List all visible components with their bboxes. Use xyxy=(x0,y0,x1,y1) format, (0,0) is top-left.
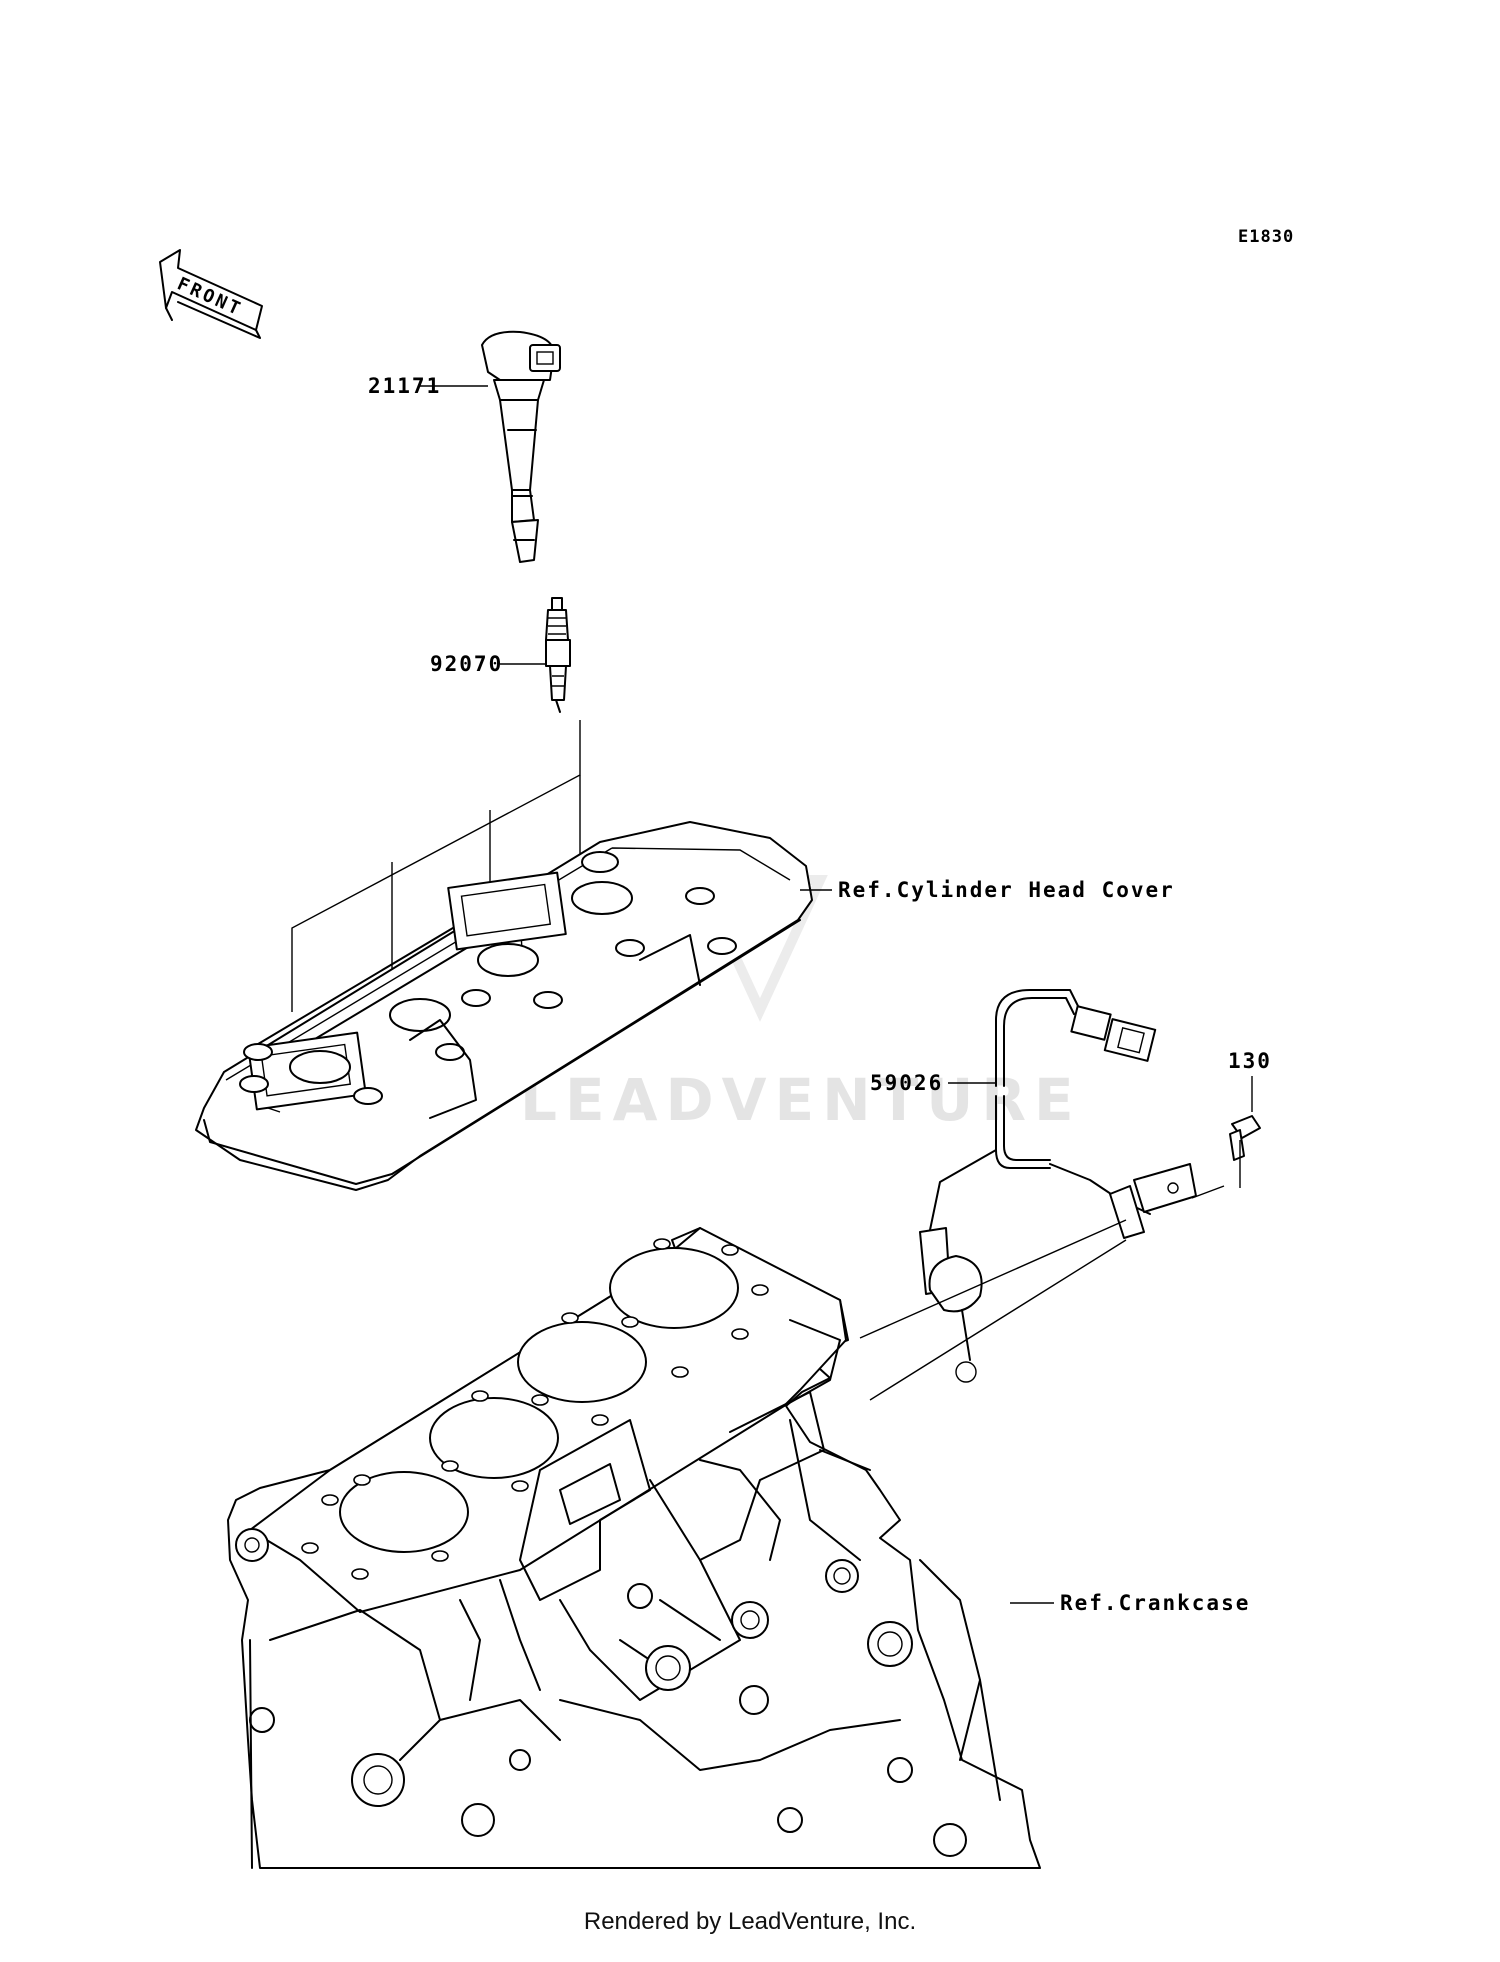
ref-cylinder-head-cover: Ref.Cylinder Head Cover xyxy=(838,878,1175,902)
part-number-92070: 92070 xyxy=(430,652,503,676)
footer-credit: Rendered by LeadVenture, Inc. xyxy=(583,1908,917,1935)
cylinder-head-cover xyxy=(195,821,813,1191)
diagram-code: E1830 xyxy=(1238,227,1294,247)
part-number-21171: 21171 xyxy=(368,374,441,398)
crankcase xyxy=(227,1227,1041,1869)
watermark-text: LEADVENTURE xyxy=(520,1066,1082,1134)
crankshaft-sensor xyxy=(919,989,1197,1383)
bolt xyxy=(1229,1115,1261,1161)
spark-plug xyxy=(545,597,571,713)
ref-crankcase: Ref.Crankcase xyxy=(1060,1591,1250,1615)
front-label: FRONT xyxy=(174,273,246,320)
part-number-130: 130 xyxy=(1228,1049,1272,1073)
ignition-coil xyxy=(481,330,561,563)
front-arrow-icon: FRONT xyxy=(159,249,263,339)
sensor-installation-lines xyxy=(859,1140,1241,1401)
part-number-59026: 59026 xyxy=(870,1071,943,1095)
